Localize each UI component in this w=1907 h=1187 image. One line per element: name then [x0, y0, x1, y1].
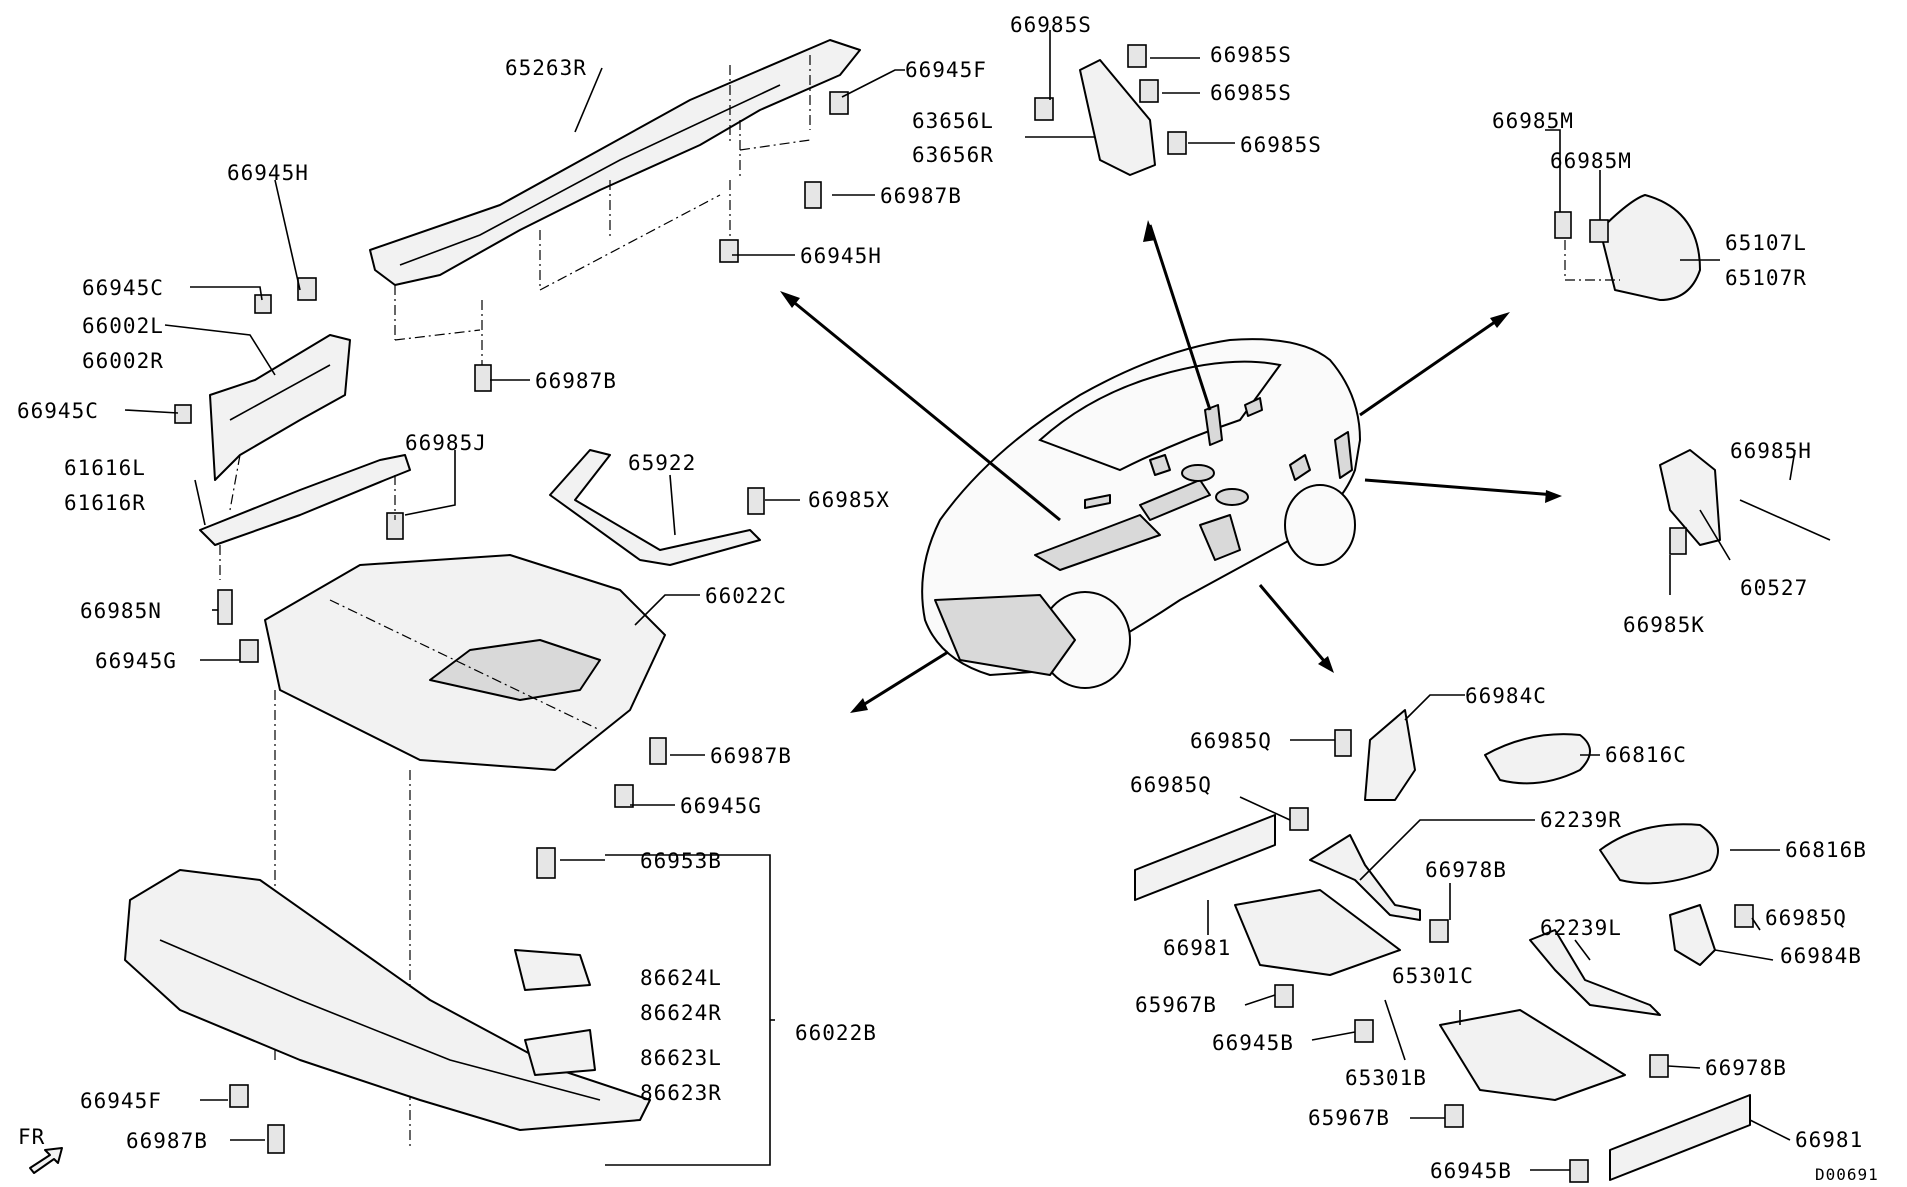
- part-60527: [1659, 449, 1831, 555]
- label-61616R: 61616R: [64, 491, 146, 515]
- label-66002L: 66002L: [82, 314, 164, 338]
- label-66984B: 66984B: [1780, 944, 1862, 968]
- label-66985S: 66985S: [1010, 13, 1092, 37]
- label-65967B: 65967B: [1308, 1106, 1390, 1130]
- label-63656L: 63656L: [912, 109, 994, 133]
- label-66978B: 66978B: [1705, 1056, 1787, 1080]
- label-66981: 66981: [1163, 936, 1231, 960]
- front-direction-indicator: [29, 1147, 63, 1174]
- label-66985S: 66985S: [1210, 43, 1292, 67]
- label-66985M: 66985M: [1550, 149, 1632, 173]
- label-66022C: 66022C: [705, 584, 787, 608]
- part-65263R: [369, 39, 861, 370]
- label-86624L: 86624L: [640, 966, 722, 990]
- label-66978B: 66978B: [1425, 858, 1507, 882]
- label-66985M: 66985M: [1492, 109, 1574, 133]
- label-66985N: 66985N: [80, 599, 162, 623]
- label-66945F: 66945F: [80, 1089, 162, 1113]
- fasteners-top-left: [174, 91, 849, 1154]
- part-65107: [1554, 194, 1701, 301]
- label-66987B: 66987B: [880, 184, 962, 208]
- label-66987B: 66987B: [535, 369, 617, 393]
- label-66953B: 66953B: [640, 849, 722, 873]
- label-60527: 60527: [1740, 576, 1808, 600]
- label-66985S: 66985S: [1240, 133, 1322, 157]
- label-66945G: 66945G: [680, 794, 762, 818]
- label-62239L: 62239L: [1540, 916, 1622, 940]
- label-86623L: 86623L: [640, 1046, 722, 1070]
- part-66022C: [264, 554, 666, 1150]
- car-illustration: [921, 338, 1362, 689]
- label-66945C: 66945C: [17, 399, 99, 423]
- label-66985K: 66985K: [1623, 613, 1705, 637]
- label-66985Q: 66985Q: [1130, 773, 1212, 797]
- label-fr: FR: [18, 1125, 45, 1149]
- part-65922: [549, 449, 761, 566]
- label-65967B: 65967B: [1135, 993, 1217, 1017]
- part-66002: [209, 334, 351, 511]
- label-66022B: 66022B: [795, 1021, 877, 1045]
- label-65107L: 65107L: [1725, 231, 1807, 255]
- label-61616L: 61616L: [64, 456, 146, 480]
- label-66985Q: 66985Q: [1190, 729, 1272, 753]
- label-66987B: 66987B: [126, 1129, 208, 1153]
- part-63656: [1034, 44, 1187, 176]
- label-86624R: 86624R: [640, 1001, 722, 1025]
- label-66816B: 66816B: [1785, 838, 1867, 862]
- callout-arrows: [780, 220, 1562, 713]
- label-66945H: 66945H: [800, 244, 882, 268]
- part-61616: [199, 454, 411, 580]
- label-66985X: 66985X: [808, 488, 890, 512]
- label-66945B: 66945B: [1212, 1031, 1294, 1055]
- label-62239R: 62239R: [1540, 808, 1622, 832]
- part-66022B: [124, 854, 775, 1166]
- label-66985J: 66985J: [405, 431, 487, 455]
- bottom-right-parts: [1134, 709, 1754, 1183]
- label-66981: 66981: [1795, 1128, 1863, 1152]
- label-66984C: 66984C: [1465, 684, 1547, 708]
- label-66987B: 66987B: [710, 744, 792, 768]
- label-65301C: 65301C: [1392, 964, 1474, 988]
- label-63656R: 63656R: [912, 143, 994, 167]
- label-66002R: 66002R: [82, 349, 164, 373]
- label-66945B: 66945B: [1430, 1159, 1512, 1183]
- label-66816C: 66816C: [1605, 743, 1687, 767]
- label-65107R: 65107R: [1725, 266, 1807, 290]
- label-66985S: 66985S: [1210, 81, 1292, 105]
- label-66985H: 66985H: [1730, 439, 1812, 463]
- label-65922: 65922: [628, 451, 696, 475]
- label-66985Q: 66985Q: [1765, 906, 1847, 930]
- label-66945H: 66945H: [227, 161, 309, 185]
- label-66945G: 66945G: [95, 649, 177, 673]
- label-66945F: 66945F: [905, 58, 987, 82]
- leader-lines: [124, 30, 1796, 1171]
- label-86623R: 86623R: [640, 1081, 722, 1105]
- diagram-code: D00691: [1815, 1165, 1879, 1184]
- label-65301B: 65301B: [1345, 1066, 1427, 1090]
- label-66945C: 66945C: [82, 276, 164, 300]
- part-labels: 65263R 66945F 66987B 66945H 66945H 66945…: [17, 13, 1879, 1184]
- label-65263R: 65263R: [505, 56, 587, 80]
